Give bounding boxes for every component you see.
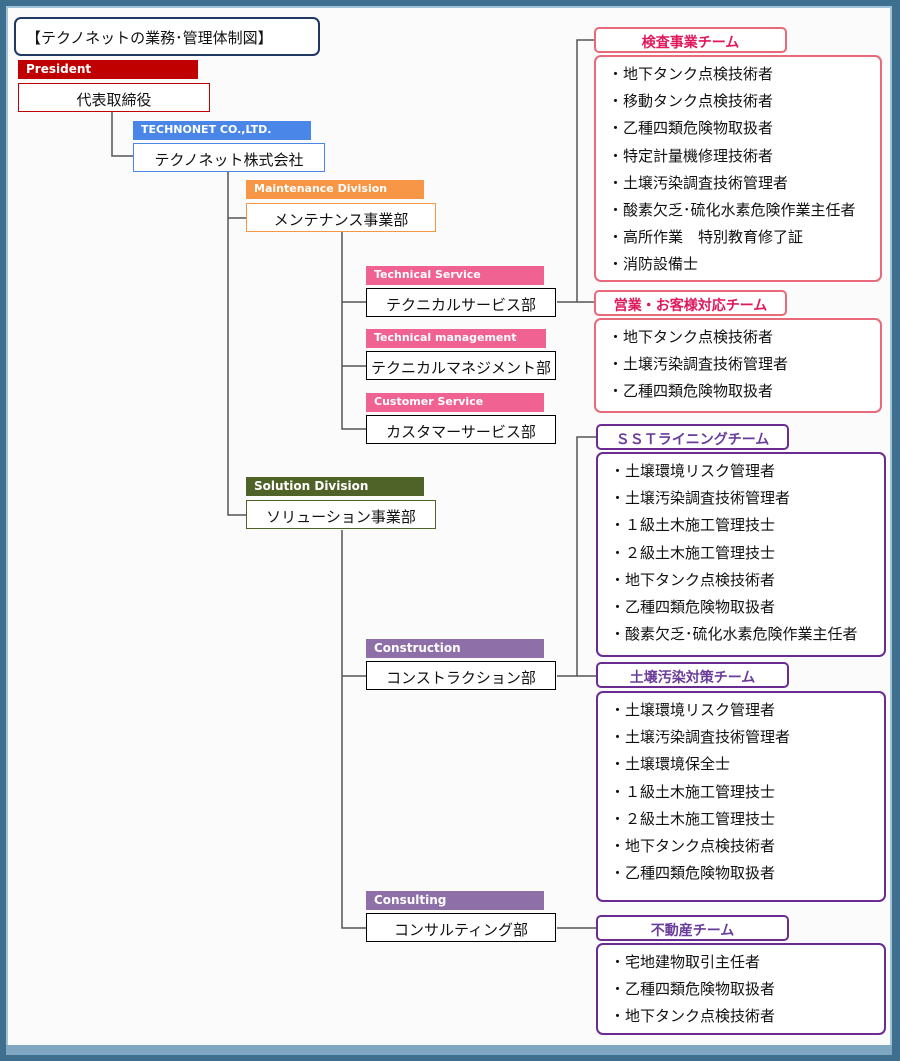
consulting-tag: Consulting	[366, 891, 544, 910]
qualification-item: ・酸素欠乏･硫化水素危険作業主任者	[608, 200, 856, 219]
team-realestate-qualifications: ・宅地建物取引主任者 ・乙種四類危険物取扱者 ・地下タンク点検技術者	[596, 943, 886, 1035]
page-title: 【テクノネットの業務･管理体制図】	[14, 17, 320, 56]
team-realestate-heading: 不動産チーム	[596, 915, 789, 941]
team-sales-heading: 営業・お客様対応チーム	[594, 290, 787, 316]
team-sst-qualifications: ・土壌環境リスク管理者 ・土壌汚染調査技術管理者 ・１級土木施工管理技士 ・２級…	[596, 452, 886, 657]
qualification-item: ・土壌環境保全士	[610, 755, 731, 774]
maintenance-tag: Maintenance Division	[246, 180, 424, 199]
construction-tag: Construction	[366, 639, 544, 658]
qualification-item: ・高所作業 特別教育修了証	[608, 228, 804, 247]
qualification-item: ・乙種四類危険物取扱者	[608, 119, 774, 138]
technical-management-box: テクニカルマネジメント部	[366, 351, 556, 380]
connector-maintenance-units	[341, 232, 366, 430]
construction-box: コンストラクション部	[366, 661, 556, 690]
qualification-item: ・２級土木施工管理技士	[610, 543, 776, 562]
team-soil-qualifications: ・土壌環境リスク管理者 ・土壌汚染調査技術管理者 ・土壌環境保全士 ・１級土木施…	[596, 691, 886, 902]
team-inspection-qualifications: ・地下タンク点検技術者 ・移動タンク点検技術者 ・乙種四類危険物取扱者 ・特定計…	[594, 55, 882, 282]
connector-solution-units	[341, 530, 366, 929]
technical-service-box: テクニカルサービス部	[366, 288, 556, 317]
customer-service-tag: Customer Service	[366, 393, 544, 412]
technical-service-tag: Technical Service	[366, 266, 544, 285]
qualification-item: ・消防設備士	[608, 255, 699, 274]
qualification-item: ・乙種四類危険物取扱者	[608, 382, 774, 401]
qualification-item: ・土壌汚染調査技術管理者	[610, 489, 791, 508]
technical-management-tag: Technical management	[366, 329, 546, 348]
qualification-item: ・土壌環境リスク管理者	[610, 701, 776, 719]
president-box: 代表取締役	[18, 83, 210, 112]
connector-company-solution	[227, 172, 246, 516]
company-box: テクノネット株式会社	[133, 143, 325, 172]
qualification-item: ・地下タンク点検技術者	[610, 1007, 776, 1026]
qualification-item: ・地下タンク点検技術者	[608, 65, 774, 83]
qualification-item: ・乙種四類危険物取扱者	[610, 864, 776, 883]
qualification-item: ・乙種四類危険物取扱者	[610, 980, 776, 999]
qualification-item: ・土壌環境リスク管理者	[610, 462, 776, 480]
president-tag: President	[18, 60, 198, 79]
qualification-item: ・土壌汚染調査技術管理者	[608, 355, 789, 374]
qualification-item: ・地下タンク点検技術者	[610, 570, 776, 589]
qualification-item: ・特定計量機修理技術者	[608, 146, 774, 165]
team-inspection-heading: 検査事業チーム	[594, 27, 787, 53]
qualification-item: ・１級土木施工管理技士	[610, 516, 776, 535]
team-soil-heading: 土壌汚染対策チーム	[596, 662, 789, 688]
qualification-item: ・土壌汚染調査技術管理者	[610, 728, 791, 747]
qualification-item: ・酸素欠乏･硫化水素危険作業主任者	[610, 625, 858, 644]
solution-box: ソリューション事業部	[246, 500, 436, 529]
connector-president-company	[111, 112, 133, 157]
team-sst-heading: ＳＳＴライニングチーム	[596, 424, 789, 450]
qualification-item: ・地下タンク点検技術者	[608, 328, 774, 346]
maintenance-box: メンテナンス事業部	[246, 203, 436, 232]
team-sales-qualifications: ・地下タンク点検技術者 ・土壌汚染調査技術管理者 ・乙種四類危険物取扱者	[594, 318, 882, 413]
qualification-item: ・地下タンク点検技術者	[610, 836, 776, 855]
qualification-item: ・乙種四類危険物取扱者	[610, 597, 776, 616]
qualification-item: ・１級土木施工管理技士	[610, 782, 776, 801]
qualification-item: ・宅地建物取引主任者	[610, 953, 761, 971]
company-tag: TECHNONET CO.,LTD.	[133, 121, 311, 140]
qualification-item: ・２級土木施工管理技士	[610, 809, 776, 828]
connector-ts-inspection	[557, 39, 594, 303]
connector-con-sst	[557, 436, 596, 677]
qualification-item: ・土壌汚染調査技術管理者	[608, 173, 789, 192]
consulting-box: コンサルティング部	[366, 913, 556, 942]
customer-service-box: カスタマーサービス部	[366, 415, 556, 444]
solution-tag: Solution Division	[246, 477, 424, 496]
qualification-item: ・移動タンク点検技術者	[608, 92, 774, 111]
bottom-strip	[6, 1045, 892, 1055]
